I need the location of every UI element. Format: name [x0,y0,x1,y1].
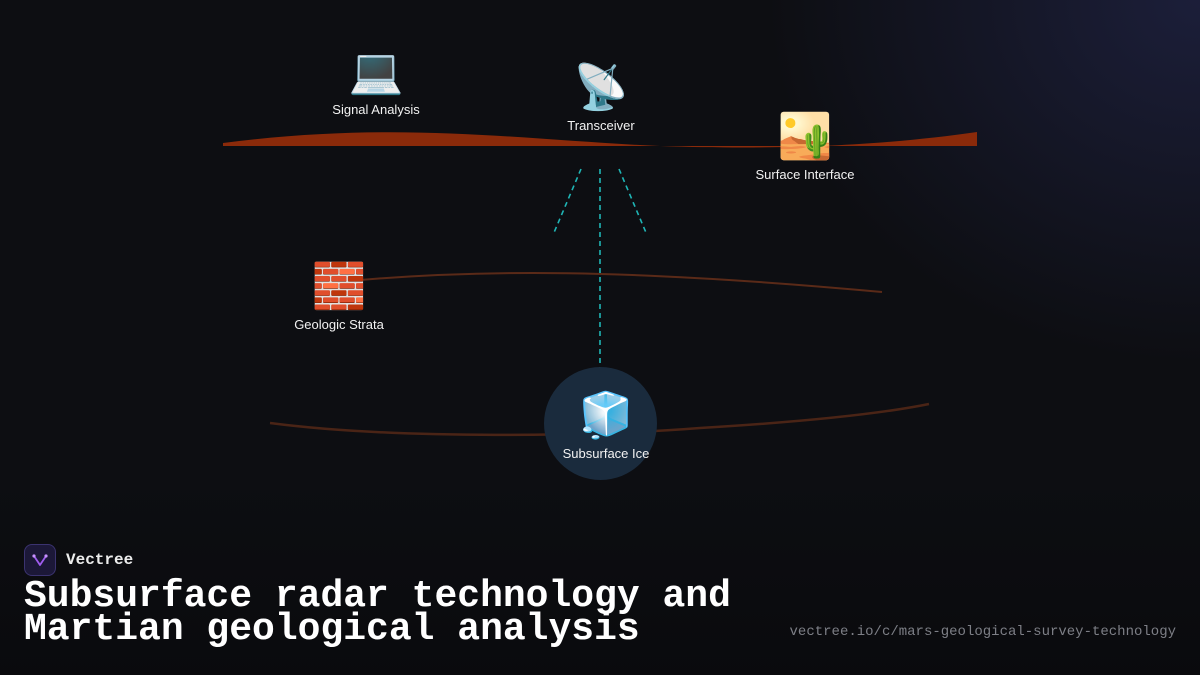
node-surface-interface: 🏜️ Surface Interface [756,111,855,182]
node-label-subsurface-ice: Subsurface Ice [562,446,650,461]
vectree-logo-icon [24,544,56,576]
ice-highlight-disc [544,367,657,480]
satellite-dish-icon: 📡 [573,63,629,112]
desert-icon: 🏜️ [777,112,833,161]
node-label-geologic-strata: Geologic Strata [294,317,384,332]
ice-layer-line [269,402,930,437]
brick-icon: 🧱 [311,262,367,311]
vectree-logo-mark [32,554,48,566]
brand-name: Vectree [66,551,134,569]
laptop-icon: 💻 [348,47,404,96]
surface-band [223,132,977,148]
ice-cube-icon: 🧊 [578,391,634,440]
node-subsurface-ice: 🧊 Subsurface Ice [563,390,650,461]
radar-beam-right [618,168,648,236]
node-geologic-strata: 🧱 Geologic Strata [294,261,384,332]
node-label-surface-interface: Surface Interface [755,167,855,182]
node-label-transceiver: Transceiver [567,118,635,133]
source-url[interactable]: vectree.io/c/mars-geological-survey-tech… [789,624,1176,640]
brand[interactable]: Vectree [24,544,133,576]
node-transceiver: 📡 Transceiver [567,62,634,133]
node-label-signal-analysis: Signal Analysis [332,102,420,117]
page-title: Subsurface radar technology and Martian … [24,575,731,651]
radar-beam-left [552,168,582,236]
strata-line [359,271,883,293]
node-signal-analysis: 💻 Signal Analysis [332,46,419,117]
radar-beams [552,168,648,372]
